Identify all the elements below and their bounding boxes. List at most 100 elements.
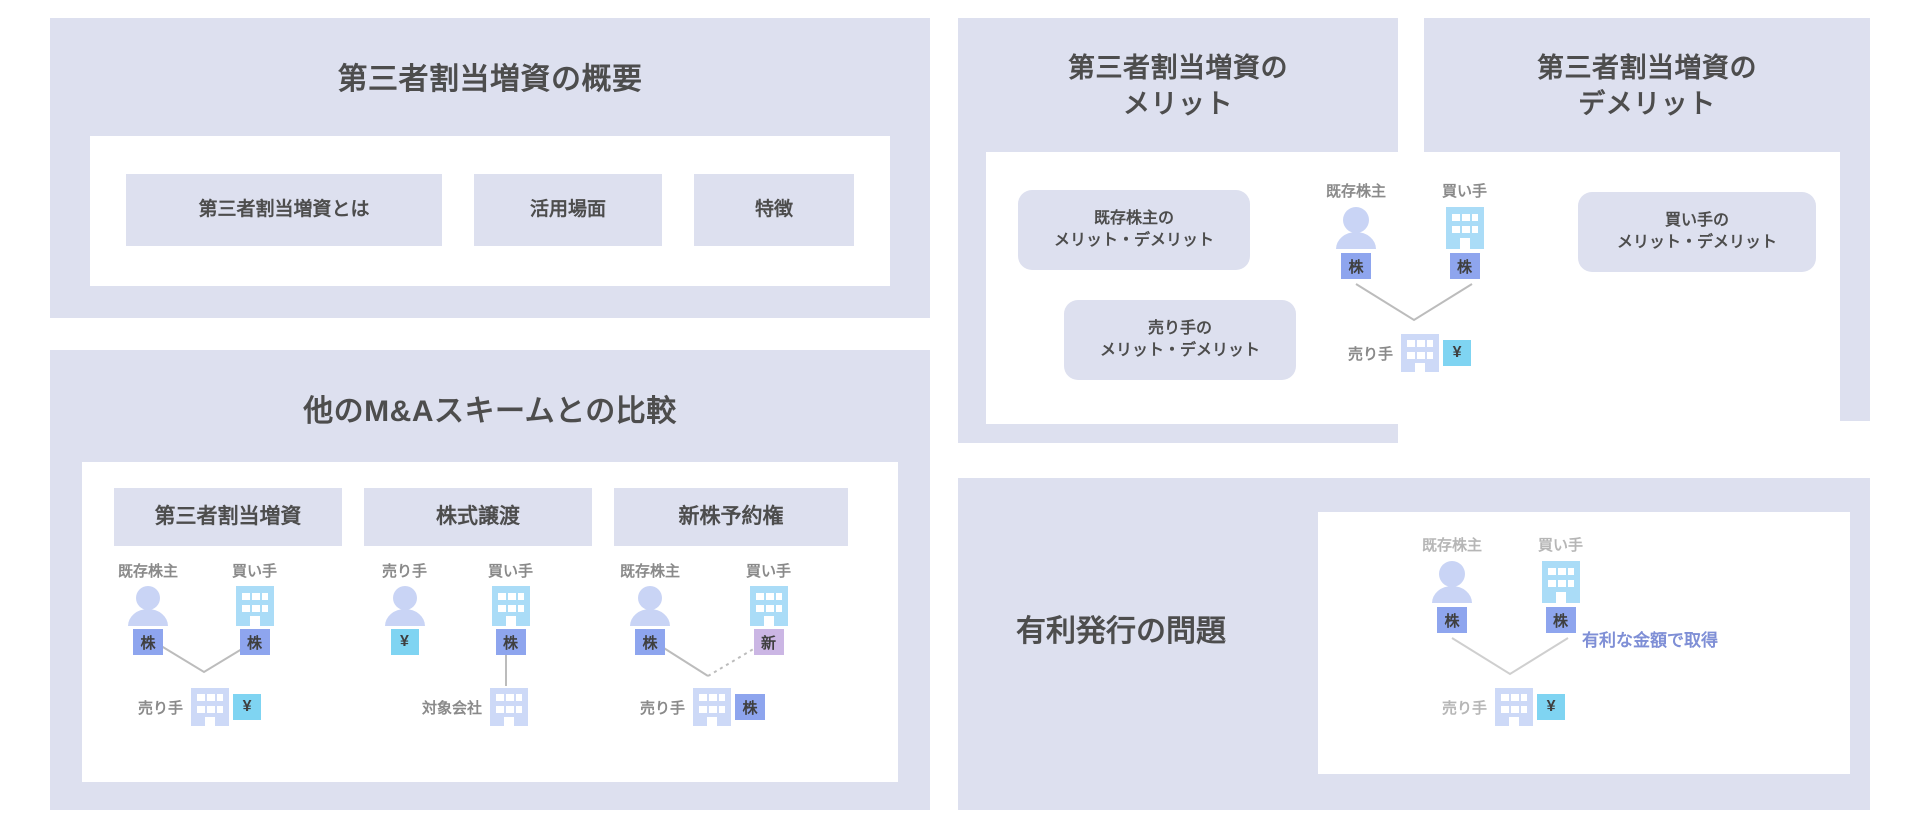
favorable-node-seller-label: 売り手 [1442, 699, 1488, 717]
demerit-title: 第三者割当増資の デメリット [1424, 18, 1870, 123]
merit-title: 第三者割当増資の メリット [958, 18, 1398, 123]
scheme-2-node-shareholder: 既存株主 株 [620, 560, 680, 655]
scheme-2-seller-token-share: 株 [735, 694, 766, 720]
scheme-1-node-seller: 売り手 ¥ [382, 560, 427, 655]
overview-item-1[interactable]: 活用場面 [474, 174, 662, 246]
favorable-token-yen: ¥ [1537, 694, 1566, 720]
building-icon [1445, 207, 1484, 249]
scheme-1-node-target-label: 対象会社 [422, 699, 483, 717]
building-icon [490, 688, 529, 726]
scheme-diagram-2: 既存株主 株 買い手 [612, 560, 862, 756]
person-icon [128, 586, 168, 626]
comparison-content-box: 第三者割当増資 株式譲渡 新株予約権 既存株主 [82, 462, 898, 782]
shared-node-seller-label: 売り手 [1348, 345, 1394, 363]
person-icon [384, 586, 425, 626]
shared-node-shareholder-label: 既存株主 [1326, 183, 1387, 200]
favorable-node-seller: 売り手 ¥ [1442, 688, 1566, 726]
scheme-0-buyer-token-share: 株 [239, 629, 270, 655]
demerit-chip-0[interactable]: 買い手の メリット・デメリット [1578, 192, 1816, 272]
scheme-1-token-yen: ¥ [390, 629, 419, 655]
building-icon [191, 688, 230, 726]
favorable-node-shareholder-label: 既存株主 [1422, 537, 1483, 554]
merit-chip-1[interactable]: 売り手の メリット・デメリット [1064, 300, 1296, 380]
panel-favorable-issue: 有利発行の問題 既存株主 株 買い手 [958, 478, 1870, 810]
shared-node-seller: 売り手 ¥ [1348, 334, 1472, 372]
shared-node-buyer-label: 買い手 [1442, 183, 1488, 200]
merit-demerit-content-box: 既存株主の メリット・デメリット 売り手の メリット・デメリット 買い手の メリ… [986, 152, 1840, 424]
scheme-2-node-buyer-label: 買い手 [746, 563, 792, 580]
scheme-0-node-buyer-label: 買い手 [232, 563, 278, 580]
scheme-header-1[interactable]: 株式譲渡 [364, 488, 592, 546]
demerit-chip-0-line2: メリット・デメリット [1616, 234, 1777, 251]
scheme-header-2[interactable]: 新株予約権 [614, 488, 848, 546]
favorable-issue-title: 有利発行の問題 [1016, 615, 1226, 648]
overview-title: 第三者割当増資の概要 [337, 63, 643, 96]
building-icon [491, 586, 530, 626]
shared-node-buyer: 買い手 株 [1442, 180, 1487, 279]
scheme-1-token-share: 株 [495, 629, 526, 655]
merit-chip-1-line2: メリット・デメリット [1099, 342, 1260, 359]
person-icon [630, 586, 670, 626]
scheme-0-node-seller-label: 売り手 [138, 699, 184, 717]
demerit-title-line1: 第三者割当増資の [1537, 53, 1757, 83]
scheme-0-node-shareholder: 既存株主 株 [118, 560, 178, 655]
scheme-diagram-1: 売り手 ¥ 買い手 [360, 560, 608, 756]
favorable-issue-annotation: 有利な金額で取得 [1582, 631, 1718, 650]
scheme-0-node-seller: 売り手 ¥ [138, 688, 262, 726]
overview-content-box: 第三者割当増資とは 活用場面 特徴 [90, 136, 890, 286]
scheme-2-token-share: 株 [635, 629, 665, 655]
scheme-header-0-label: 第三者割当増資 [154, 505, 302, 529]
building-icon [693, 688, 732, 726]
scheme-header-0[interactable]: 第三者割当増資 [114, 488, 342, 546]
favorable-issue-diagram: 既存株主 株 買い手 [1414, 534, 1718, 744]
scheme-2-node-buyer: 買い手 新 [746, 560, 791, 655]
scheme-2-token-new-share-option: 新 [753, 629, 784, 655]
scheme-2-node-seller: 売り手 株 [640, 688, 766, 726]
scheme-1-node-buyer: 買い手 株 [488, 560, 533, 655]
shared-diagram: 既存株主 株 買い手 株 [1316, 180, 1556, 390]
favorable-node-buyer-label: 買い手 [1538, 537, 1584, 554]
scheme-0-node-shareholder-label: 既存株主 [118, 563, 179, 580]
merit-chip-0-line2: メリット・デメリット [1053, 232, 1214, 249]
building-icon [1401, 334, 1440, 372]
overview-item-2[interactable]: 特徴 [694, 174, 854, 246]
favorable-node-buyer: 買い手 株 [1538, 534, 1583, 633]
favorable-issue-content-box: 既存株主 株 買い手 [1318, 512, 1850, 774]
scheme-0-token-yen: ¥ [233, 694, 262, 720]
overview-item-0-label: 第三者割当増資とは [198, 198, 370, 220]
scheme-1-node-buyer-label: 買い手 [488, 563, 534, 580]
shared-token-yen: ¥ [1443, 340, 1472, 366]
demerit-title-line2: デメリット [1578, 89, 1716, 120]
shared-token-share-0: 株 [1341, 253, 1371, 279]
scheme-2-node-seller-label: 売り手 [640, 699, 686, 717]
overview-item-0[interactable]: 第三者割当増資とは [126, 174, 442, 246]
building-icon [235, 586, 274, 626]
merit-chip-0[interactable]: 既存株主の メリット・デメリット [1018, 190, 1250, 270]
merit-chip-0-line1: 既存株主の [1093, 209, 1174, 227]
scheme-0-node-buyer: 買い手 株 [232, 560, 277, 655]
favorable-node-shareholder: 既存株主 株 [1422, 534, 1482, 633]
scheme-1-node-target: 対象会社 [422, 688, 529, 726]
scheme-0-token-share: 株 [133, 629, 163, 655]
person-icon [1432, 561, 1472, 603]
shared-token-share-1: 株 [1449, 253, 1480, 279]
favorable-token-share-0: 株 [1437, 607, 1467, 633]
merit-title-line2: メリット [1123, 89, 1233, 120]
building-icon [1495, 688, 1534, 726]
overview-item-1-label: 活用場面 [529, 198, 606, 220]
overview-item-2-label: 特徴 [754, 198, 793, 220]
scheme-header-2-label: 新株予約権 [678, 505, 784, 529]
panel-overview: 第三者割当増資の概要 第三者割当増資とは 活用場面 特徴 [50, 18, 930, 318]
comparison-title: 他のM&Aスキームとの比較 [303, 395, 677, 428]
shared-node-shareholder: 既存株主 株 [1326, 180, 1386, 279]
building-icon [1541, 561, 1580, 603]
favorable-token-share-1: 株 [1545, 607, 1576, 633]
demerit-chip-0-line1: 買い手の [1664, 211, 1729, 229]
scheme-header-1-label: 株式譲渡 [436, 505, 520, 529]
scheme-2-node-shareholder-label: 既存株主 [620, 563, 681, 580]
merit-chip-1-line1: 売り手の [1147, 319, 1212, 337]
scheme-1-node-seller-label: 売り手 [382, 563, 428, 580]
panel-comparison: 他のM&Aスキームとの比較 第三者割当増資 株式譲渡 新株予約権 [50, 350, 930, 810]
person-icon [1336, 207, 1376, 249]
